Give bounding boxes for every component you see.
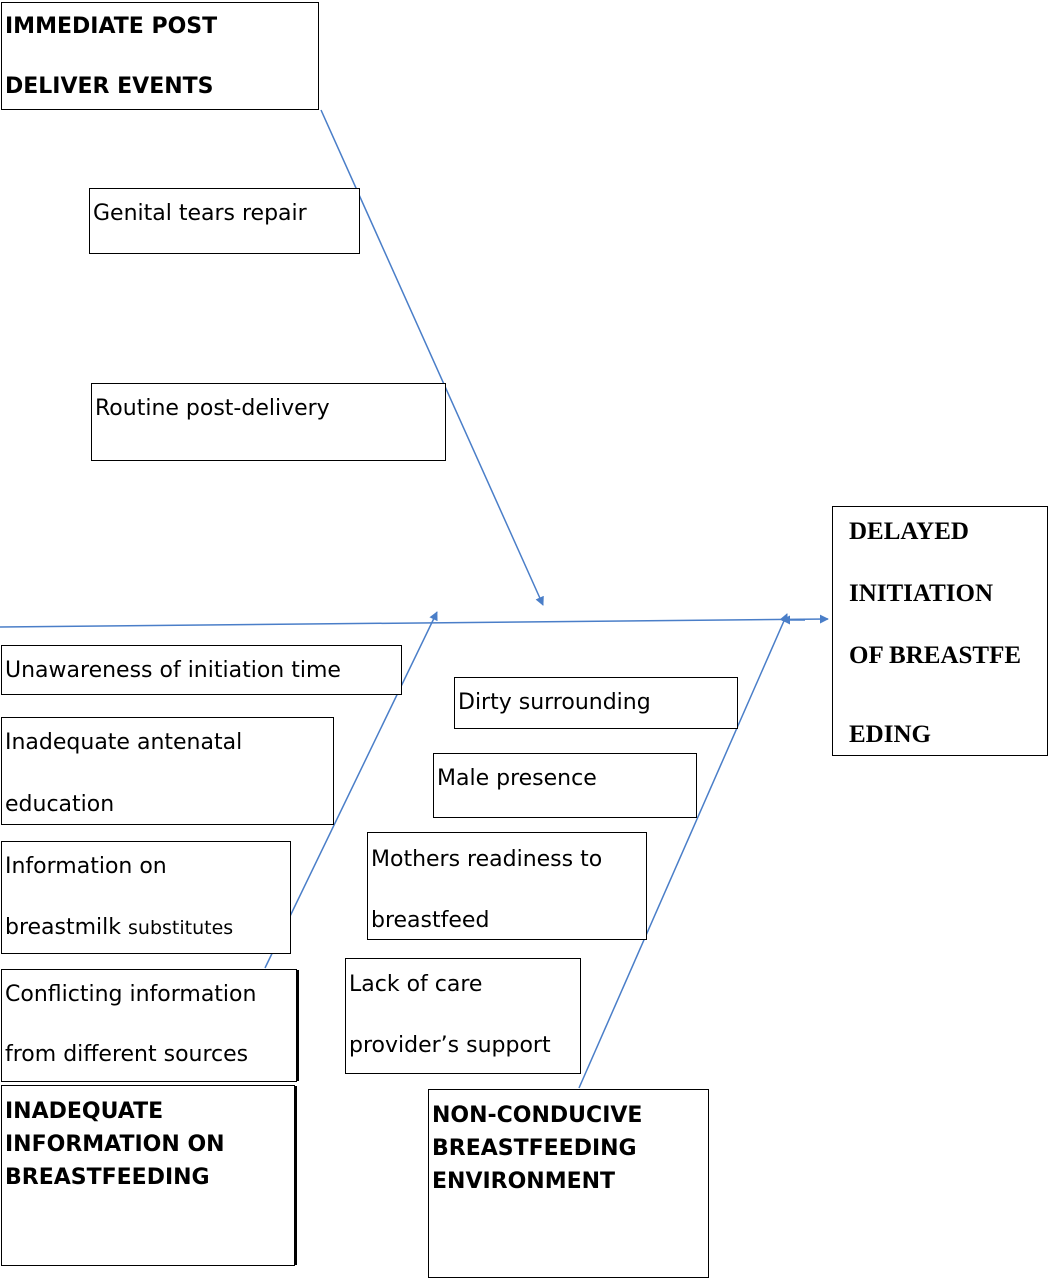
category-non-conducive-environment: NON-CONDUCIVE BREASTFEEDING ENVIRONMENT bbox=[428, 1089, 709, 1278]
branch-arrow-immediate-post-delivery bbox=[320, 109, 544, 606]
branch-arrow-inadequate-information bbox=[264, 611, 438, 969]
category-label-line2: INFORMATION ON bbox=[5, 1132, 225, 1157]
cause-label-line1: Mothers readiness to bbox=[371, 847, 603, 872]
cause-label-line2-part2: substitutes bbox=[128, 917, 234, 939]
cause-label-line1: Lack of care bbox=[349, 972, 483, 997]
spine-arrow bbox=[0, 614, 829, 628]
category-label-line1: NON-CONDUCIVE bbox=[432, 1103, 643, 1128]
cause-lack-of-care-provider-support: Lack of care provider’s support bbox=[345, 958, 581, 1074]
outcome-line3: OF BREASTFE bbox=[849, 642, 1022, 669]
category-label-line2: DELIVER EVENTS bbox=[5, 74, 214, 99]
cause-label-line2: breastfeed bbox=[371, 908, 490, 933]
category-label-line3: BREASTFEEDING bbox=[5, 1165, 210, 1190]
cause-conflicting-information: Conflicting information from different s… bbox=[1, 969, 297, 1082]
cause-label: Genital tears repair bbox=[93, 201, 307, 226]
cause-label-line1: Inadequate antenatal bbox=[5, 730, 243, 755]
outcome-line4: EDING bbox=[849, 721, 931, 748]
cause-label-line1: Conflicting information bbox=[5, 982, 257, 1007]
category-label-line3: ENVIRONMENT bbox=[432, 1169, 616, 1194]
category-label-line1: INADEQUATE bbox=[5, 1099, 164, 1124]
cause-label: Routine post-delivery bbox=[95, 396, 330, 421]
branch-arrow-non-conducive-environment bbox=[578, 613, 788, 1089]
cause-label-line2: breastmilk substitutes bbox=[5, 915, 233, 941]
category-immediate-post-delivery: IMMEDIATE POST DELIVER EVENTS bbox=[1, 2, 319, 110]
category-label-line2: BREASTFEEDING bbox=[432, 1136, 637, 1161]
cause-label-line2: education bbox=[5, 792, 115, 817]
cause-genital-tears-repair: Genital tears repair bbox=[89, 188, 360, 254]
cause-label-line2: from different sources bbox=[5, 1042, 249, 1067]
cause-label: Dirty surrounding bbox=[458, 690, 651, 715]
cause-routine-post-delivery: Routine post-delivery bbox=[91, 383, 446, 461]
outcome-delayed-initiation: DELAYED INITIATION OF BREASTFE EDING bbox=[832, 506, 1048, 756]
cause-label: Male presence bbox=[437, 766, 597, 791]
cause-male-presence: Male presence bbox=[433, 753, 697, 818]
outcome-line2: INITIATION bbox=[849, 580, 994, 607]
cause-information-on-breastmilk-substitutes: Information on breastmilk substitutes bbox=[1, 841, 291, 954]
cause-mothers-readiness: Mothers readiness to breastfeed bbox=[367, 832, 647, 940]
cause-label-line1: Information on bbox=[5, 854, 167, 879]
cause-dirty-surrounding: Dirty surrounding bbox=[454, 677, 738, 729]
category-inadequate-information: INADEQUATE INFORMATION ON BREASTFEEDING bbox=[1, 1085, 295, 1266]
cause-unawareness-of-initiation-time: Unawareness of initiation time bbox=[1, 645, 402, 695]
category-label-line1: IMMEDIATE POST bbox=[5, 14, 218, 39]
cause-label-line2: provider’s support bbox=[349, 1033, 551, 1058]
cause-label: Unawareness of initiation time bbox=[5, 658, 341, 683]
outcome-line1: DELAYED bbox=[849, 518, 969, 545]
cause-label-line2-part1: breastmilk bbox=[5, 915, 129, 940]
cause-inadequate-antenatal-education: Inadequate antenatal education bbox=[1, 717, 334, 825]
